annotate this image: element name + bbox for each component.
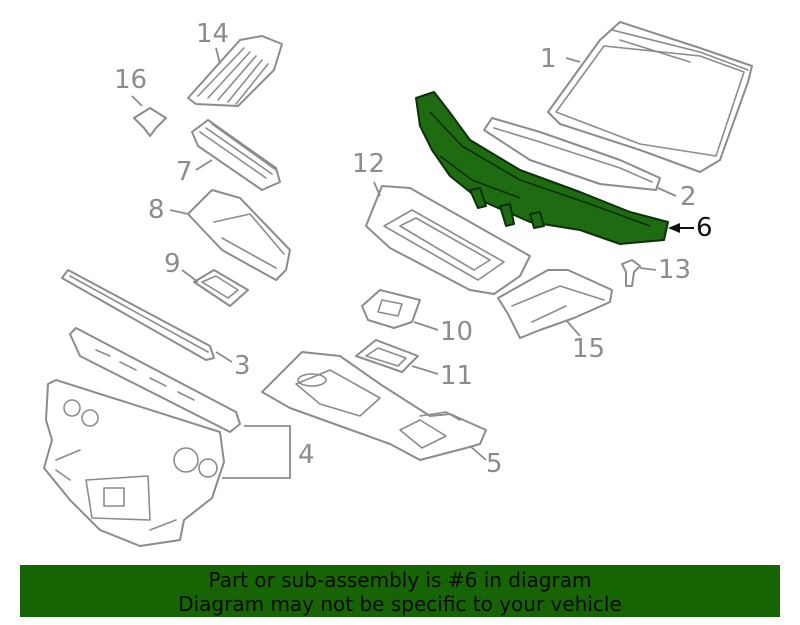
banner-line-1: Part or sub-assembly is #6 in diagram bbox=[208, 568, 592, 592]
part-3-reinforcement-bar[interactable] bbox=[61, 269, 215, 361]
callout-13: 13 bbox=[658, 255, 691, 285]
callout-14: 14 bbox=[196, 19, 229, 49]
banner-line-2: Diagram may not be specific to your vehi… bbox=[178, 592, 622, 616]
callout-16: 16 bbox=[114, 65, 147, 95]
leader-9 bbox=[181, 269, 199, 283]
leader-1 bbox=[565, 57, 581, 63]
part-4-dash-panel[interactable] bbox=[43, 327, 241, 547]
part-7-air-filter[interactable] bbox=[191, 119, 281, 191]
callout-12: 12 bbox=[352, 149, 385, 179]
part-8-filter-housing[interactable] bbox=[187, 189, 291, 281]
leader-16 bbox=[131, 95, 143, 107]
callout-8: 8 bbox=[148, 195, 165, 225]
part-10-bracket[interactable] bbox=[361, 289, 421, 329]
part-14-vent-grille[interactable] bbox=[187, 35, 283, 107]
callout-15: 15 bbox=[572, 334, 605, 364]
part-15-side-panel[interactable] bbox=[497, 269, 613, 339]
parts-diagram: 1 2 6 14 16 7 8 bbox=[43, 19, 753, 547]
part-2-cowl-panel[interactable] bbox=[483, 117, 661, 191]
part-12-cover-panel[interactable] bbox=[365, 185, 531, 295]
part-9-seal[interactable] bbox=[193, 269, 249, 307]
leader-10 bbox=[413, 321, 439, 331]
leader-8 bbox=[169, 209, 189, 215]
callout-3: 3 bbox=[234, 351, 251, 381]
leader-12 bbox=[373, 181, 381, 197]
leader-7 bbox=[195, 159, 213, 171]
leader-14 bbox=[215, 47, 221, 65]
notice-banner: Part or sub-assembly is #6 in diagram Di… bbox=[20, 565, 780, 617]
part-6-cowl-grille[interactable] bbox=[415, 91, 669, 245]
callout-11: 11 bbox=[440, 361, 473, 391]
part-16-clip[interactable] bbox=[133, 107, 167, 137]
leader-2 bbox=[657, 187, 677, 197]
leader-11 bbox=[411, 365, 439, 375]
callout-9: 9 bbox=[164, 249, 181, 279]
callout-10: 10 bbox=[440, 317, 473, 347]
callout-7: 7 bbox=[176, 157, 193, 187]
part-1-windshield-frame[interactable] bbox=[547, 21, 753, 173]
callout-6: 6 bbox=[696, 213, 713, 243]
part-11-seal-plate[interactable] bbox=[355, 339, 419, 373]
callout-2: 2 bbox=[680, 182, 697, 212]
arrowhead-6 bbox=[668, 223, 680, 233]
leader-4 bbox=[222, 425, 291, 479]
leader-13 bbox=[639, 267, 657, 271]
leader-3 bbox=[215, 351, 233, 363]
leader-15 bbox=[565, 319, 581, 337]
callout-4: 4 bbox=[298, 440, 315, 470]
part-5-floor-panel[interactable] bbox=[261, 351, 487, 461]
callout-1: 1 bbox=[540, 44, 557, 74]
part-13-fastener[interactable] bbox=[621, 259, 641, 287]
leader-5 bbox=[469, 445, 487, 461]
callout-5: 5 bbox=[486, 449, 503, 479]
